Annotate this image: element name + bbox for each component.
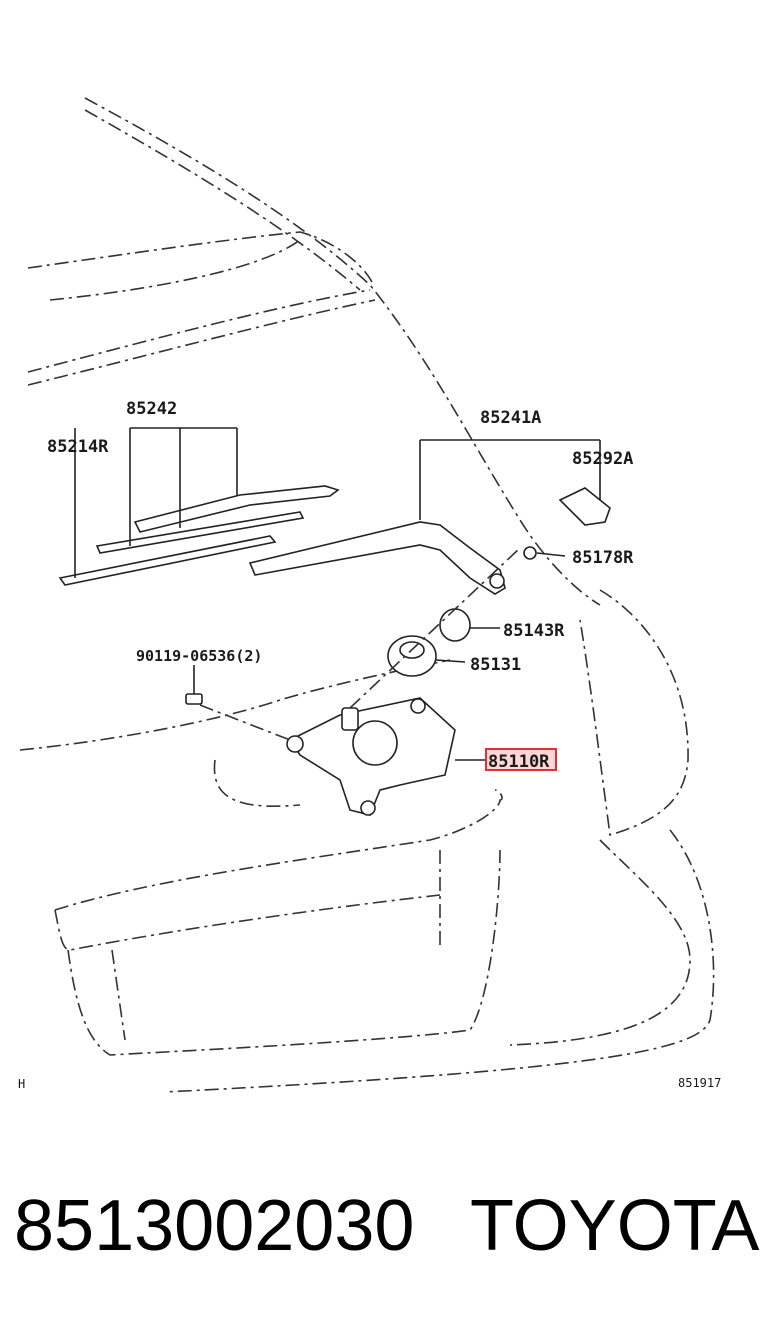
label-85110R[interactable]: 85110R (488, 752, 550, 772)
wiper-arm (248, 521, 506, 595)
cap-part (558, 487, 611, 526)
leader-lines (74, 427, 601, 761)
nut-part (523, 546, 537, 560)
label-85241A: 85241A (480, 408, 541, 428)
seal-part (439, 608, 471, 642)
brand-name: TOYOTA (470, 1186, 760, 1266)
label-85131: 85131 (470, 655, 521, 675)
vehicle-body-outline (19, 97, 715, 1093)
diagram-id: 851917 (678, 1076, 721, 1090)
label-85292A: 85292A (572, 449, 633, 469)
label-bolt: 90119-06536(2) (136, 647, 262, 665)
label-85143R: 85143R (503, 621, 565, 641)
connector-lines (199, 547, 521, 741)
wiper-motor (286, 697, 456, 816)
bolt-part (185, 693, 203, 705)
label-85178R: 85178R (572, 548, 634, 568)
wiper-blade-assembly (58, 485, 340, 586)
highlight-box (485, 748, 557, 771)
label-85214R: 85214R (47, 437, 109, 457)
corner-label-left: H (18, 1077, 25, 1091)
label-85242: 85242 (126, 399, 177, 419)
parts-diagram: 85242 85214R 85241A 85292A 85178R 85143R… (18, 97, 721, 1093)
part-number: 8513002030 (14, 1186, 415, 1266)
